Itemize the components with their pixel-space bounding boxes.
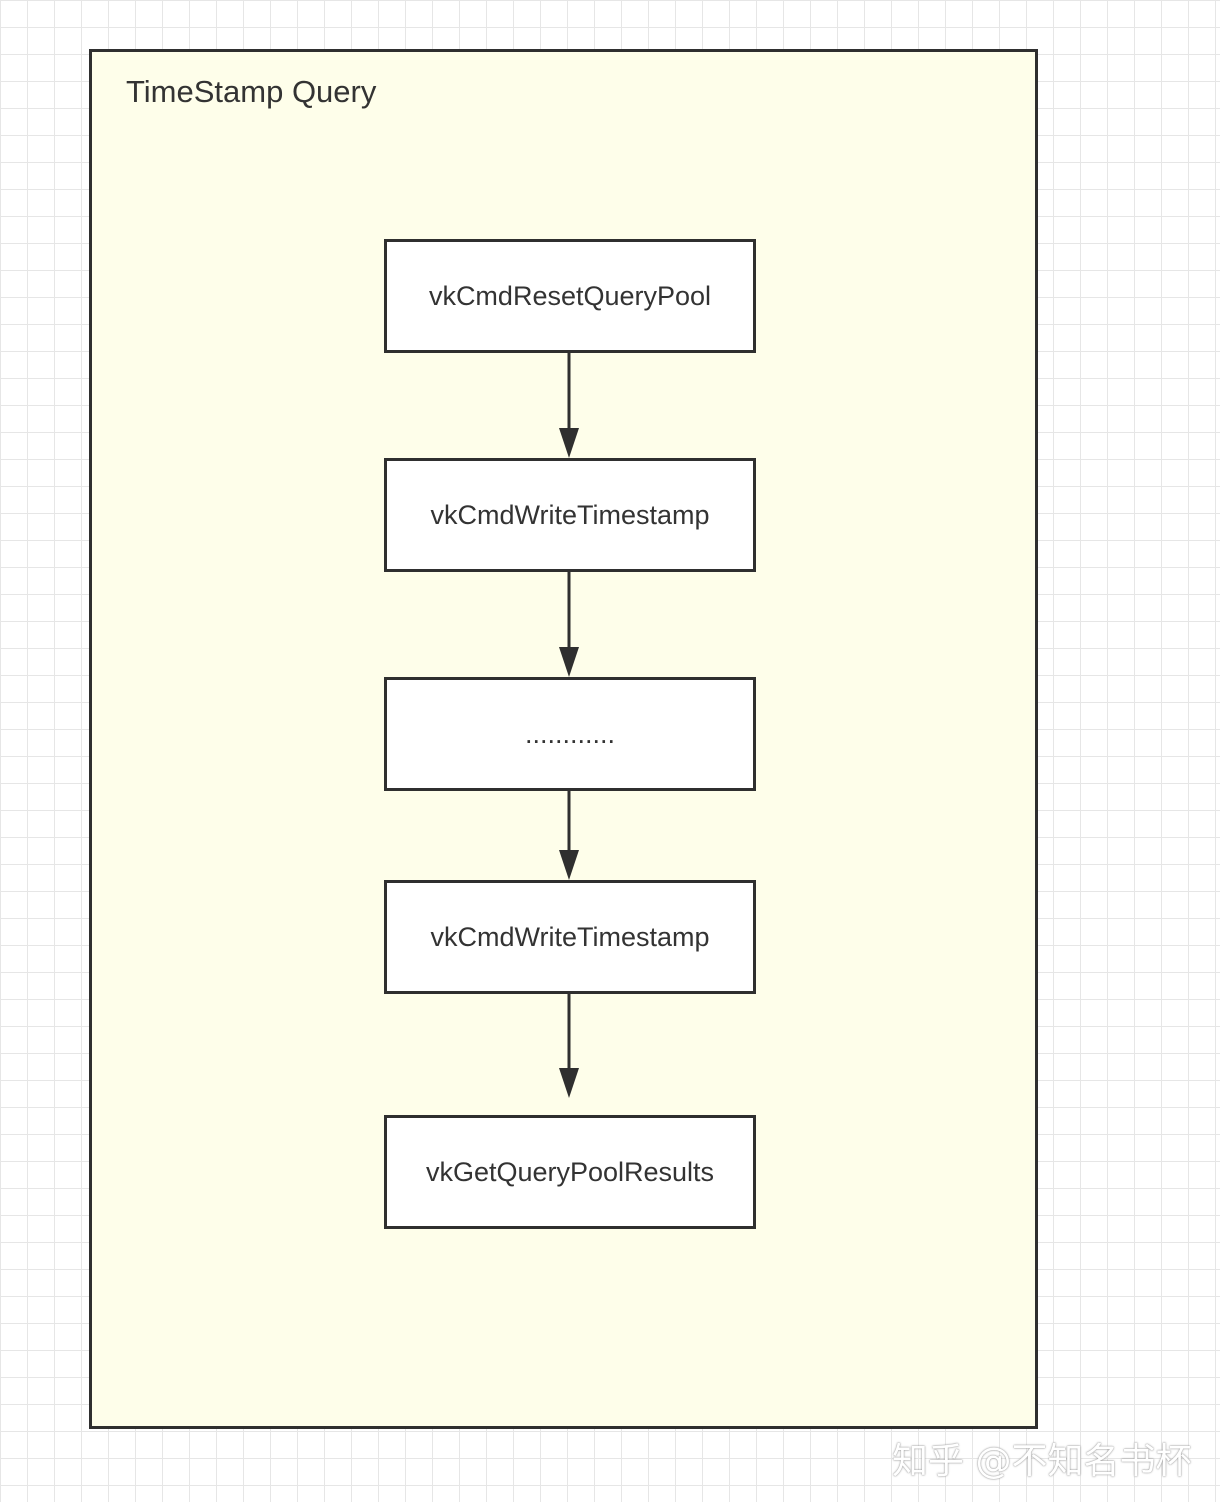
node-write-timestamp-2[interactable]: vkCmdWriteTimestamp: [384, 880, 756, 994]
node-reset-query-pool[interactable]: vkCmdResetQueryPool: [384, 239, 756, 353]
node-write-timestamp-1[interactable]: vkCmdWriteTimestamp: [384, 458, 756, 572]
group-title: TimeStamp Query: [126, 74, 377, 109]
node-ellipsis[interactable]: ............: [384, 677, 756, 791]
watermark: 知乎 @不知名书杯: [892, 1441, 1192, 1482]
node-get-query-pool-results[interactable]: vkGetQueryPoolResults: [384, 1115, 756, 1229]
